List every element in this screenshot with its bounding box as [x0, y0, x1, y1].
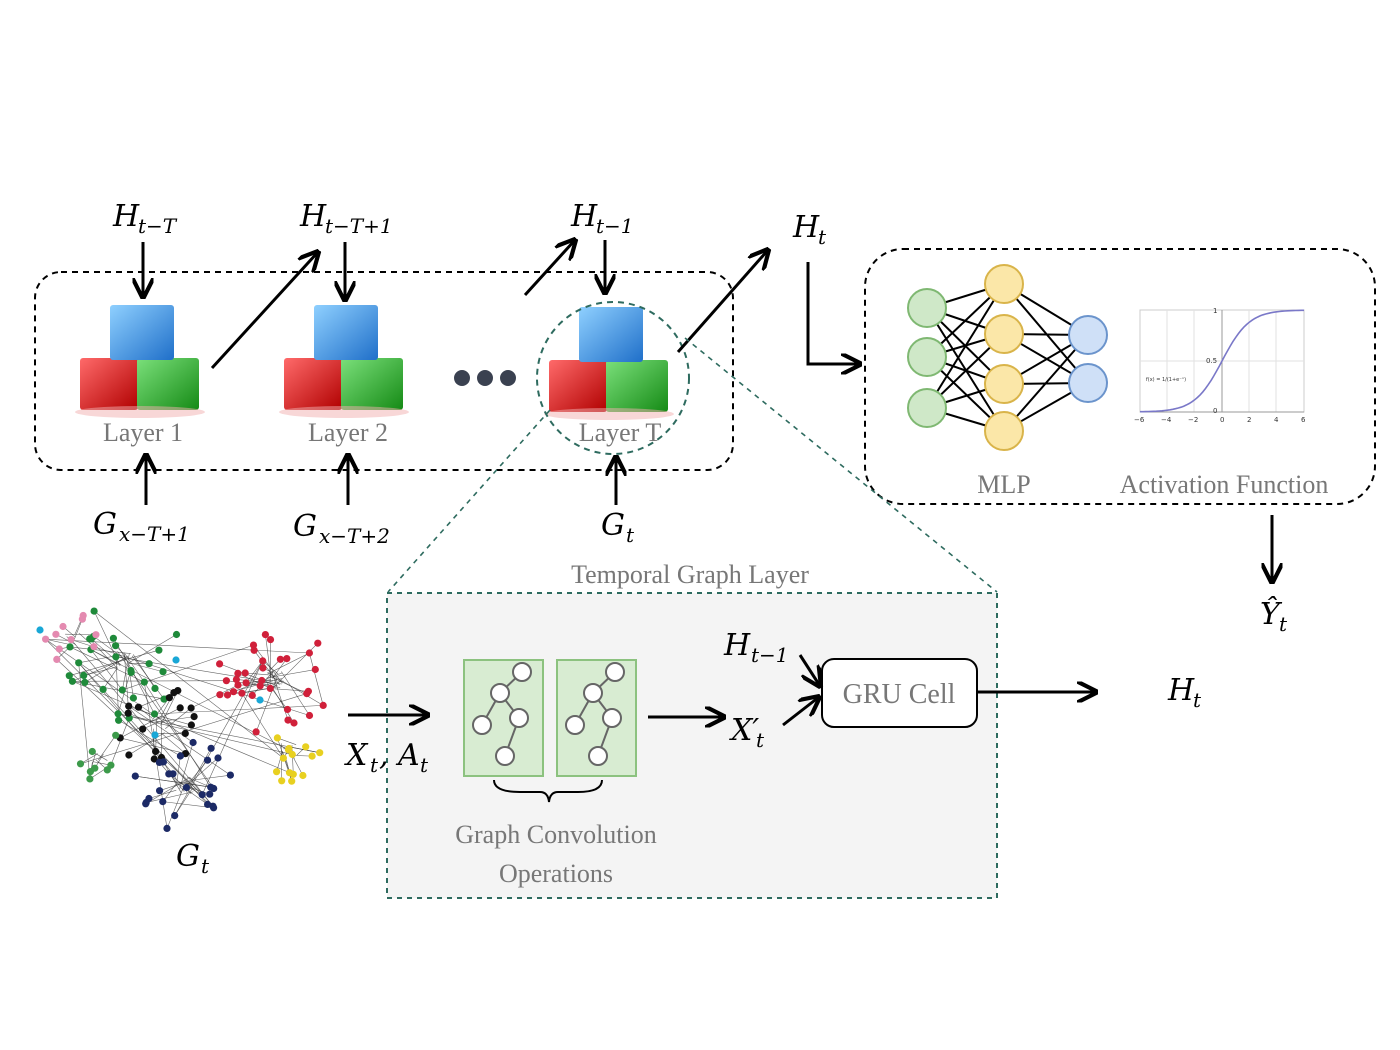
mlp-node	[984, 314, 1024, 354]
svg-text:2: 2	[1247, 416, 1251, 424]
layer-t-highlight	[536, 301, 690, 455]
svg-text:Ŷ: Ŷ	[1260, 596, 1283, 632]
svg-text:G: G	[176, 839, 200, 874]
svg-text:H: H	[299, 199, 327, 234]
svg-text:t: t	[1193, 688, 1202, 712]
svg-text:t: t	[370, 753, 379, 777]
svg-text:t: t	[818, 225, 827, 249]
g-x-minus-T-plus-1-label: G x−T+1	[93, 507, 190, 546]
top-arrows	[143, 240, 1272, 582]
svg-text:x−T+2: x−T+2	[319, 524, 390, 548]
mlp-network	[907, 264, 1108, 451]
h-t-output-label: H t	[1167, 673, 1202, 712]
h-t-minus-T-plus-1-label: H t−T+1	[299, 199, 393, 238]
svg-text:4: 4	[1274, 416, 1279, 424]
svg-text:t: t	[201, 854, 210, 878]
svg-text:A: A	[395, 738, 420, 773]
layer-2-cubes-icon	[279, 305, 409, 418]
svg-text:t: t	[626, 523, 635, 547]
layer-2-label: Layer 2	[308, 418, 388, 447]
g-t-graph-label: G t	[176, 839, 210, 878]
svg-text:t−T+1: t−T+1	[325, 214, 393, 238]
svg-text:G: G	[293, 509, 317, 544]
mlp-node	[984, 364, 1024, 404]
zoom-guides	[387, 337, 998, 593]
svg-text:f(x) = 1/(1+e⁻ˣ): f(x) = 1/(1+e⁻ˣ)	[1146, 377, 1186, 383]
graph-conv-box-2	[556, 659, 637, 777]
svg-text:H: H	[112, 199, 140, 234]
output-head-container	[864, 248, 1376, 505]
h-t-minus-1-label: H t−1	[570, 199, 634, 238]
sigmoid-plot-icon: −6 −4 −2 0 2 4 6 1 0.5 0 f(x) = 1/(1+e⁻ˣ…	[1134, 307, 1306, 424]
layer-1-cubes-icon	[75, 305, 205, 418]
y-hat-t-label: Ŷ t	[1260, 596, 1288, 636]
gconv-label-line2: Operations	[499, 859, 613, 888]
mlp-node	[907, 337, 947, 377]
svg-text:H: H	[570, 199, 598, 234]
ellipsis-icon	[454, 370, 516, 386]
layer-t-label: Layer T	[579, 418, 662, 447]
layer-1-label: Layer 1	[103, 418, 183, 447]
svg-text:x−T+1: x−T+1	[119, 522, 190, 546]
svg-text:,: ,	[379, 738, 389, 773]
svg-text:t: t	[420, 753, 429, 777]
graph-conv-box-1	[463, 659, 544, 777]
mlp-label: MLP	[977, 470, 1030, 499]
svg-text:t−1: t−1	[596, 214, 634, 238]
svg-text:t−T: t−T	[138, 214, 178, 238]
mlp-node	[907, 288, 947, 328]
svg-text:X: X	[344, 738, 369, 773]
mlp-node	[984, 264, 1024, 304]
gconv-label-line1: Graph Convolution	[455, 820, 657, 849]
svg-text:G: G	[93, 507, 117, 542]
temporal-graph-layer-title: Temporal Graph Layer	[571, 560, 809, 589]
h-t-minus-T-label: H t−T	[112, 199, 178, 238]
svg-text:−4: −4	[1161, 416, 1172, 424]
svg-text:−6: −6	[1134, 416, 1145, 424]
g-x-minus-T-plus-2-label: G x−T+2	[293, 509, 390, 548]
h-t-top-label: H t	[792, 210, 827, 249]
svg-text:1: 1	[1213, 307, 1217, 315]
svg-text:X′: X′	[729, 713, 759, 748]
svg-text:H: H	[723, 628, 751, 663]
svg-text:6: 6	[1301, 416, 1306, 424]
svg-text:t: t	[756, 728, 765, 752]
gru-cell-label: GRU Cell	[843, 679, 956, 710]
svg-text:t: t	[1279, 612, 1288, 636]
mlp-node	[907, 388, 947, 428]
h-prev-label: H t−1	[723, 628, 789, 667]
gconv-brace	[493, 779, 603, 803]
svg-text:0: 0	[1213, 407, 1217, 415]
g-t-top-label: G t	[601, 508, 635, 547]
svg-text:t−1: t−1	[751, 643, 789, 667]
x-t-a-t-label: X t , A t	[344, 738, 429, 777]
mlp-node	[984, 411, 1024, 451]
panel-arrows	[348, 654, 1096, 725]
svg-text:H: H	[1167, 673, 1195, 708]
x-prime-t-label: X′ t	[729, 713, 765, 752]
svg-text:G: G	[601, 508, 625, 543]
svg-text:H: H	[792, 210, 820, 245]
activation-function-label: Activation Function	[1120, 470, 1329, 499]
svg-text:0: 0	[1220, 416, 1224, 424]
svg-text:−2: −2	[1188, 416, 1198, 424]
network-graph-icon	[36, 607, 327, 833]
mlp-node	[1068, 363, 1108, 403]
svg-text:0.5: 0.5	[1206, 357, 1217, 365]
mlp-node	[1068, 315, 1108, 355]
layer-stack-container	[34, 271, 734, 471]
layer-t-cubes-icon	[544, 307, 674, 420]
